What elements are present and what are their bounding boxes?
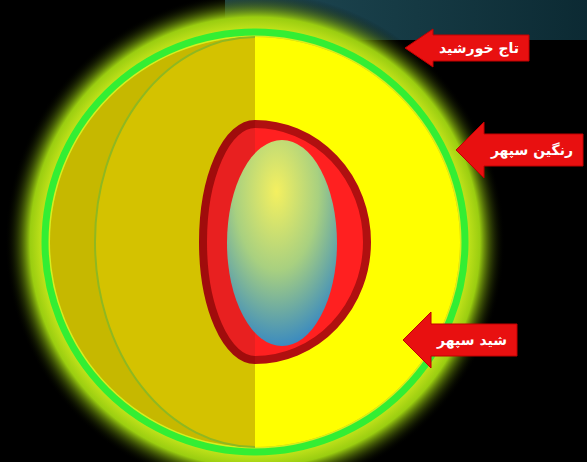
callout-label: تاج خورشید [439,39,519,57]
photosphere-cut [255,37,460,447]
corona-glow [5,0,505,462]
arrow-callout: تاج خورشید [405,29,529,67]
convection-zone-right [255,124,367,360]
arrow-outline [456,122,583,178]
callout-label: شید سپهر [437,331,507,349]
arrow-outline [405,29,529,67]
photosphere-sphere [50,37,460,447]
arrow-callout: رنگین سپهر [456,122,583,178]
cutaway-edge [95,37,255,447]
sun-core [227,140,337,346]
chromosphere-ring [45,32,465,452]
arrow-outline [403,312,517,368]
arrow-callout: شید سپهر [403,312,517,368]
callout-label: رنگین سپهر [490,141,573,159]
